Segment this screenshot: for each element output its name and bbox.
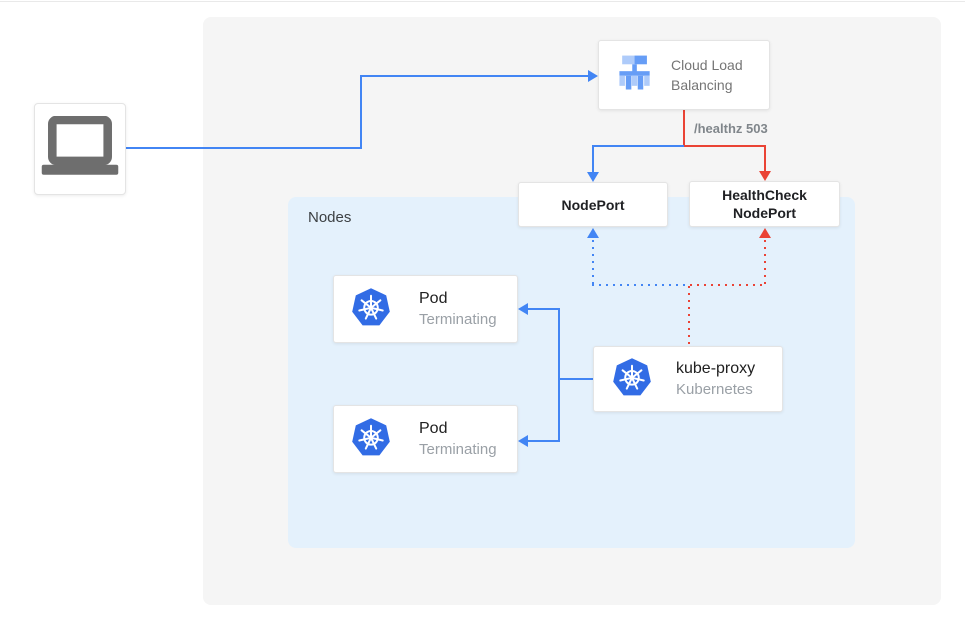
- cloud-load-balancing-icon: [613, 52, 657, 99]
- healthz-route-label: /healthz 503: [694, 121, 768, 136]
- kubernetes-icon: [351, 417, 391, 462]
- kubernetes-icon: [612, 357, 652, 402]
- kubeproxy-to-healthcheck-dots-h: [690, 284, 766, 286]
- nodeport-label: NodePort: [561, 196, 625, 213]
- lb-branch-connector-blue: [592, 145, 684, 147]
- to-nodeport-arrowhead: [587, 172, 599, 182]
- client-to-lb-arrowhead: [588, 70, 598, 82]
- healthcheck-nodeport-node: HealthCheck NodePort: [689, 181, 840, 227]
- to-nodeport-connector: [592, 145, 594, 172]
- pod-node-1: Pod Terminating: [333, 275, 518, 343]
- top-divider: [0, 1, 965, 2]
- kubeproxy-to-pods-connector-v: [558, 308, 560, 442]
- kubeproxy-to-nodeport-arrowhead: [587, 228, 599, 238]
- pod-status: Terminating: [419, 441, 497, 458]
- pod-label: Pod: [419, 420, 448, 437]
- pod-label: Pod: [419, 290, 448, 307]
- kubeproxy-to-nodeport-dots-v: [592, 240, 594, 285]
- to-pod2-arrowhead: [518, 435, 528, 447]
- lb-down-connector-red: [683, 110, 685, 147]
- to-healthcheck-arrowhead: [759, 171, 771, 181]
- kube-proxy-label: kube-proxy: [676, 360, 756, 377]
- to-pod2-connector: [528, 440, 560, 442]
- pod-status: Terminating: [419, 311, 497, 328]
- laptop-icon: [40, 115, 120, 183]
- kube-proxy-sublabel: Kubernetes: [676, 381, 753, 398]
- kubeproxy-up-dots: [688, 286, 690, 346]
- client-to-lb-connector-h2: [360, 75, 588, 77]
- cloud-load-balancing-label: Cloud Load Balancing: [671, 57, 743, 93]
- client-to-lb-connector-v: [360, 75, 362, 149]
- cloud-load-balancing-node: Cloud Load Balancing: [598, 40, 770, 110]
- kubeproxy-to-healthcheck-dots-v: [764, 240, 766, 285]
- kubeproxy-to-nodeport-dots-h: [592, 284, 688, 286]
- healthcheck-nodeport-label: HealthCheck NodePort: [722, 187, 807, 221]
- nodeport-node: NodePort: [518, 182, 668, 227]
- lb-branch-connector-red: [684, 145, 766, 147]
- to-pod1-connector: [528, 308, 560, 310]
- kubeproxy-to-pods-connector-h: [558, 378, 593, 380]
- kube-proxy-node: kube-proxy Kubernetes: [593, 346, 783, 412]
- client-node: [34, 103, 126, 195]
- client-to-lb-connector-h1: [126, 147, 362, 149]
- kubeproxy-to-healthcheck-arrowhead: [759, 228, 771, 238]
- to-pod1-arrowhead: [518, 303, 528, 315]
- nodes-group-label: Nodes: [308, 209, 352, 226]
- kubernetes-icon: [351, 287, 391, 332]
- to-healthcheck-connector: [764, 145, 766, 171]
- pod-node-2: Pod Terminating: [333, 405, 518, 473]
